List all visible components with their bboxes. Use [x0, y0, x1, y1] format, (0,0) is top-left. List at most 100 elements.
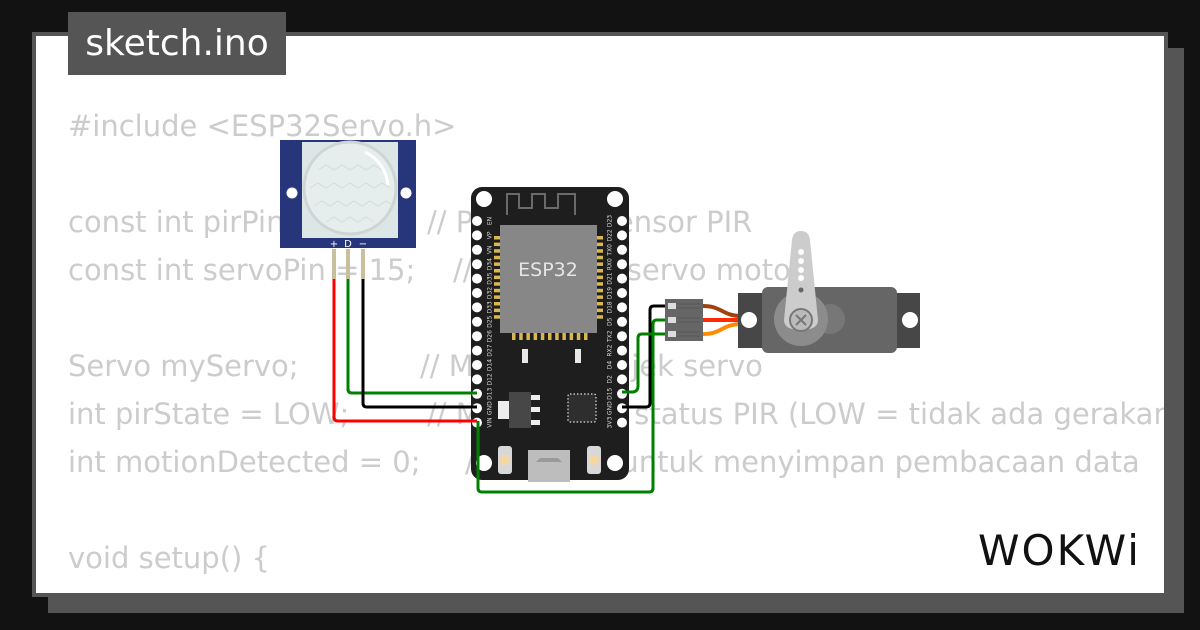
- module-pin: [494, 269, 501, 273]
- module-pin: [519, 332, 523, 340]
- module-pin: [548, 332, 552, 340]
- en-button[interactable]: [498, 446, 512, 474]
- pir-pin-label-data: D: [344, 239, 352, 250]
- header-pin-rx2[interactable]: [617, 345, 627, 356]
- module-pin: [562, 332, 566, 340]
- wire-d15-to-servo-signal[interactable]: [622, 332, 673, 394]
- header-pin-vp[interactable]: [472, 230, 482, 241]
- header-pin-d21[interactable]: [617, 273, 627, 284]
- code-text: int pirState = LOW;: [68, 397, 350, 431]
- pin-label: TX2: [607, 330, 614, 343]
- wire-pir-vcc-to-vin[interactable]: [332, 279, 477, 423]
- pin-label: GND: [487, 401, 494, 415]
- boot-button[interactable]: [587, 446, 601, 474]
- header-pin-d35[interactable]: [472, 273, 482, 284]
- header-pin-d15[interactable]: [617, 388, 627, 399]
- header-pin-d33[interactable]: [472, 302, 482, 313]
- module-pin: [596, 236, 603, 240]
- header-pin-vn[interactable]: [472, 244, 482, 255]
- header-pin-d4[interactable]: [617, 360, 627, 370]
- module-pin: [526, 332, 530, 340]
- mount-hole: [476, 191, 492, 207]
- code-text: const int servoPin = 15;: [68, 253, 416, 287]
- pir-dome: [302, 140, 398, 236]
- pin-label: D19: [607, 287, 614, 299]
- header-pin-d12[interactable]: [472, 374, 482, 385]
- module-pin: [555, 332, 559, 340]
- pin-label: VIN: [487, 417, 494, 427]
- pir-pin-label-vcc: +: [330, 239, 338, 250]
- pir-sensor[interactable]: + D −: [280, 140, 416, 279]
- header-pin-d32[interactable]: [472, 288, 482, 298]
- module-pin: [494, 282, 501, 286]
- header-pin-d5[interactable]: [617, 316, 627, 327]
- header-pin-d27[interactable]: [472, 345, 482, 356]
- header-pin-tx0[interactable]: [617, 244, 627, 255]
- header-pin-d2[interactable]: [617, 374, 627, 385]
- module-pin: [596, 302, 603, 306]
- esp32-antenna: [506, 193, 576, 215]
- module-pin: [584, 332, 588, 340]
- pin-label: D2: [607, 375, 614, 384]
- module-pin: [494, 255, 501, 260]
- header-pin-d18[interactable]: [617, 302, 627, 313]
- pin-label: D27: [487, 344, 494, 356]
- esp32-pin-labels: ENVPVND34D35D32D33D25D26D27D14D12D13GNDV…: [487, 215, 614, 429]
- connector-pin: [668, 331, 676, 337]
- wire-pir-gnd-to-gnd[interactable]: [361, 279, 477, 409]
- header-pin-d14[interactable]: [472, 360, 482, 370]
- servo-motor[interactable]: [665, 231, 920, 353]
- esp32-board[interactable]: ESP32 ENVPVND34D35D32D33D25D26D27D14D12D…: [471, 187, 629, 482]
- header-pin-rx0[interactable]: [617, 259, 627, 270]
- header-pin-d22[interactable]: [617, 230, 627, 241]
- file-tab[interactable]: sketch.ino: [68, 12, 286, 75]
- wokwi-logo[interactable]: WOKWi: [978, 526, 1141, 575]
- pin-label: D25: [487, 315, 494, 327]
- module-pin: [494, 242, 501, 247]
- module-pin: [512, 332, 516, 340]
- connector-pin: [668, 317, 676, 323]
- wire-gnd-to-servo-gnd[interactable]: [622, 304, 673, 409]
- header-pin-d26[interactable]: [472, 331, 482, 342]
- pin-label: D35: [487, 272, 494, 284]
- pin-label: VP: [487, 231, 494, 239]
- wire-vin-to-servo-vcc[interactable]: [476, 318, 673, 494]
- qfn-chip-body: [567, 393, 597, 423]
- wires: [332, 279, 673, 494]
- header-pin-d19[interactable]: [617, 288, 627, 298]
- code-line: pinMode(pirPin, INPUT);// Sensor PIR seb…: [68, 582, 868, 593]
- header-pin-tx2[interactable]: [617, 331, 627, 342]
- pin-label: D13: [487, 387, 494, 399]
- regulator-tab: [498, 401, 510, 419]
- pin-label: EN: [487, 217, 494, 225]
- horn-hole: [798, 258, 804, 264]
- code-text: pinMode(pirPin, INPUT);: [68, 589, 429, 593]
- pin-label: D12: [487, 373, 494, 385]
- esp32-chip-label: ESP32: [518, 259, 578, 281]
- header-pin-d34[interactable]: [472, 259, 482, 270]
- esp32-led: [575, 349, 581, 363]
- wire-pir-data-to-d13[interactable]: [346, 279, 477, 395]
- usb-shell: [528, 450, 570, 482]
- code-text: void setup() {: [68, 541, 270, 575]
- voltage-regulator: [498, 392, 540, 428]
- pir-leg-vcc: [332, 249, 336, 279]
- screw-cross-icon: [795, 314, 807, 326]
- horn-hole: [798, 249, 804, 255]
- pin-label: D4: [607, 361, 614, 370]
- header-pin-3v3[interactable]: [617, 417, 627, 428]
- header-pin-d23[interactable]: [617, 216, 627, 226]
- module-pin: [569, 332, 574, 340]
- code-line: void setup() {: [68, 534, 270, 582]
- module-pin: [596, 308, 603, 313]
- header-pin-d25[interactable]: [472, 316, 482, 327]
- module-pin: [494, 308, 501, 313]
- regulator-lead: [531, 407, 540, 412]
- pin-label: GND: [607, 401, 614, 415]
- mount-hole: [607, 455, 623, 471]
- module-pin: [576, 332, 581, 340]
- header-pin-en[interactable]: [472, 216, 482, 226]
- pin-label: D14: [487, 359, 494, 371]
- pin-label: D21: [607, 272, 614, 284]
